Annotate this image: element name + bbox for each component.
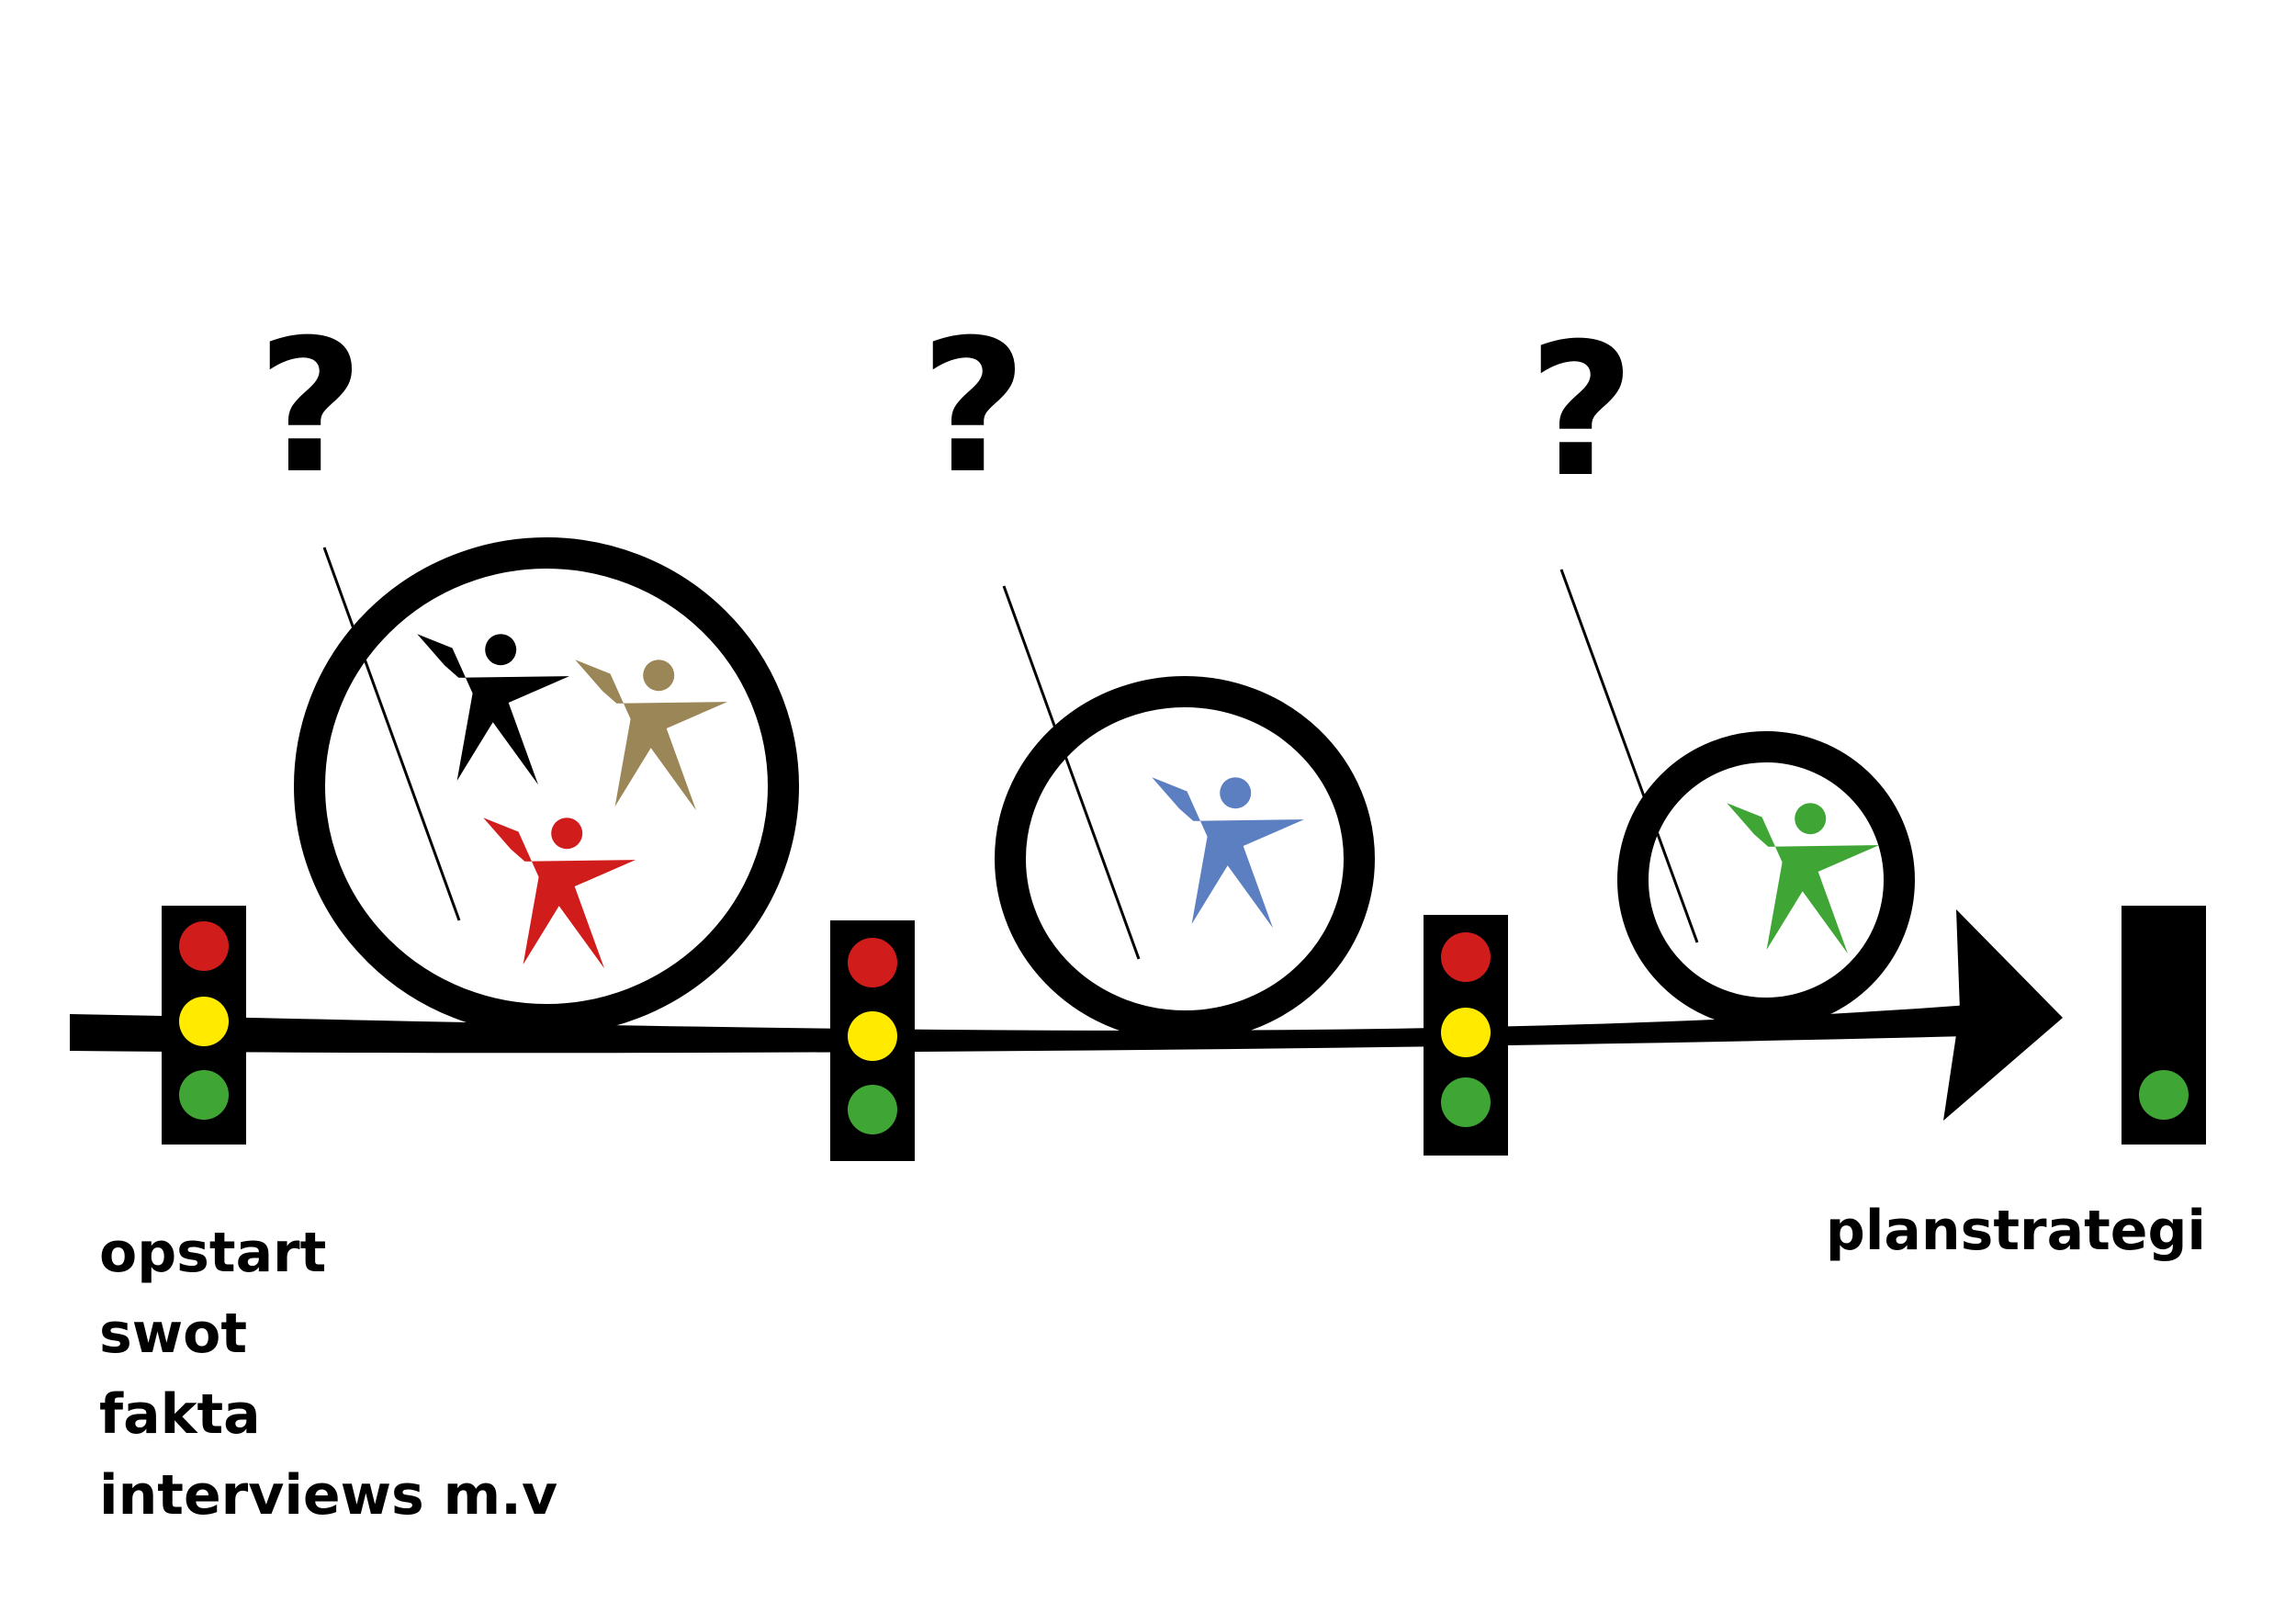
- stage-2-circle: [995, 676, 1375, 1042]
- timeline-arrow-head: [1943, 909, 2063, 1121]
- stage-3-pointer-line: [1559, 569, 1699, 943]
- question-mark-3: ?: [1528, 304, 1635, 518]
- stage-3-circle: [1617, 731, 1915, 1029]
- traffic-light-2: [830, 920, 915, 1161]
- label-swot: swot: [99, 1302, 248, 1366]
- label-interviews: interviews m.v: [99, 1463, 558, 1528]
- question-mark-1: ?: [257, 300, 364, 514]
- stage-1: [294, 537, 799, 1035]
- traffic-light-3-red: [1441, 932, 1491, 982]
- label-planstrategi: planstrategi: [1825, 1199, 2206, 1263]
- timeline-arrow-shaft: [70, 1005, 1969, 1054]
- traffic-light-3: [1424, 915, 1508, 1156]
- traffic-light-2-red: [848, 938, 897, 987]
- traffic-light-final: [2122, 906, 2206, 1145]
- traffic-light-1: [162, 906, 246, 1145]
- start-labels: opstart swot fakta interviews m.v: [99, 1212, 557, 1536]
- stage-1-circle: [294, 537, 799, 1035]
- traffic-light-1-red: [179, 921, 229, 971]
- label-opstart: opstart: [99, 1221, 327, 1285]
- question-mark-2: ?: [920, 300, 1027, 514]
- traffic-light-2-green: [848, 1085, 897, 1134]
- label-fakta: fakta: [99, 1382, 261, 1447]
- traffic-light-1-green: [179, 1070, 229, 1120]
- stage-1-pointer-line: [322, 547, 461, 921]
- traffic-light-2-yellow: [848, 1011, 897, 1061]
- stage-2: [995, 585, 1375, 1042]
- stage-3: [1559, 569, 1915, 1029]
- traffic-light-3-yellow: [1441, 1008, 1491, 1057]
- traffic-light-3-green: [1441, 1077, 1491, 1127]
- traffic-light-1-yellow: [179, 997, 229, 1046]
- traffic-light-final-green: [2139, 1070, 2189, 1120]
- stage-2-pointer-line: [1002, 585, 1141, 960]
